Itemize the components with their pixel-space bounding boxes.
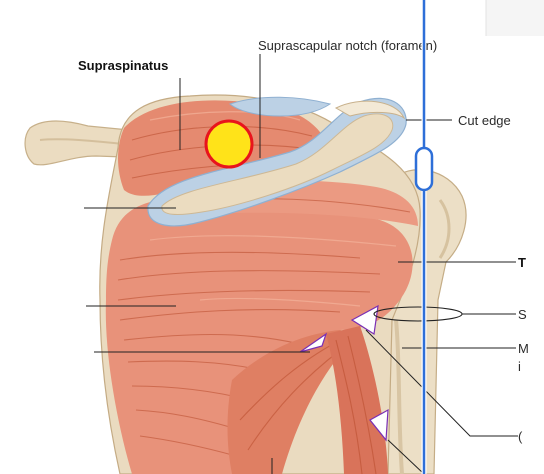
infraspinatus-muscle bbox=[105, 197, 413, 474]
vertical-line-handle[interactable] bbox=[414, 146, 434, 192]
lower-triangular-gap bbox=[369, 408, 389, 442]
triceps-long-head bbox=[326, 326, 388, 474]
label-cut-edge: Cut edge bbox=[458, 113, 511, 128]
scapular-spine-cut-edge bbox=[147, 96, 407, 227]
top-right-panel bbox=[486, 0, 544, 36]
yellow-circle-marker[interactable] bbox=[204, 119, 254, 169]
quadrangular-space bbox=[350, 304, 379, 336]
label-right-m: M bbox=[518, 341, 529, 356]
label-right-c: ( bbox=[518, 429, 523, 444]
label-right-t: T bbox=[518, 255, 526, 270]
label-right-s: S bbox=[518, 307, 527, 322]
leader-lines bbox=[84, 54, 518, 474]
label-suprascapular-notch: Suprascapular notch (foramen) bbox=[258, 38, 437, 53]
acromion bbox=[334, 100, 406, 120]
triangular-space bbox=[299, 332, 328, 353]
label-right-i: i bbox=[518, 359, 521, 374]
label-supraspinatus: Supraspinatus bbox=[78, 58, 168, 73]
